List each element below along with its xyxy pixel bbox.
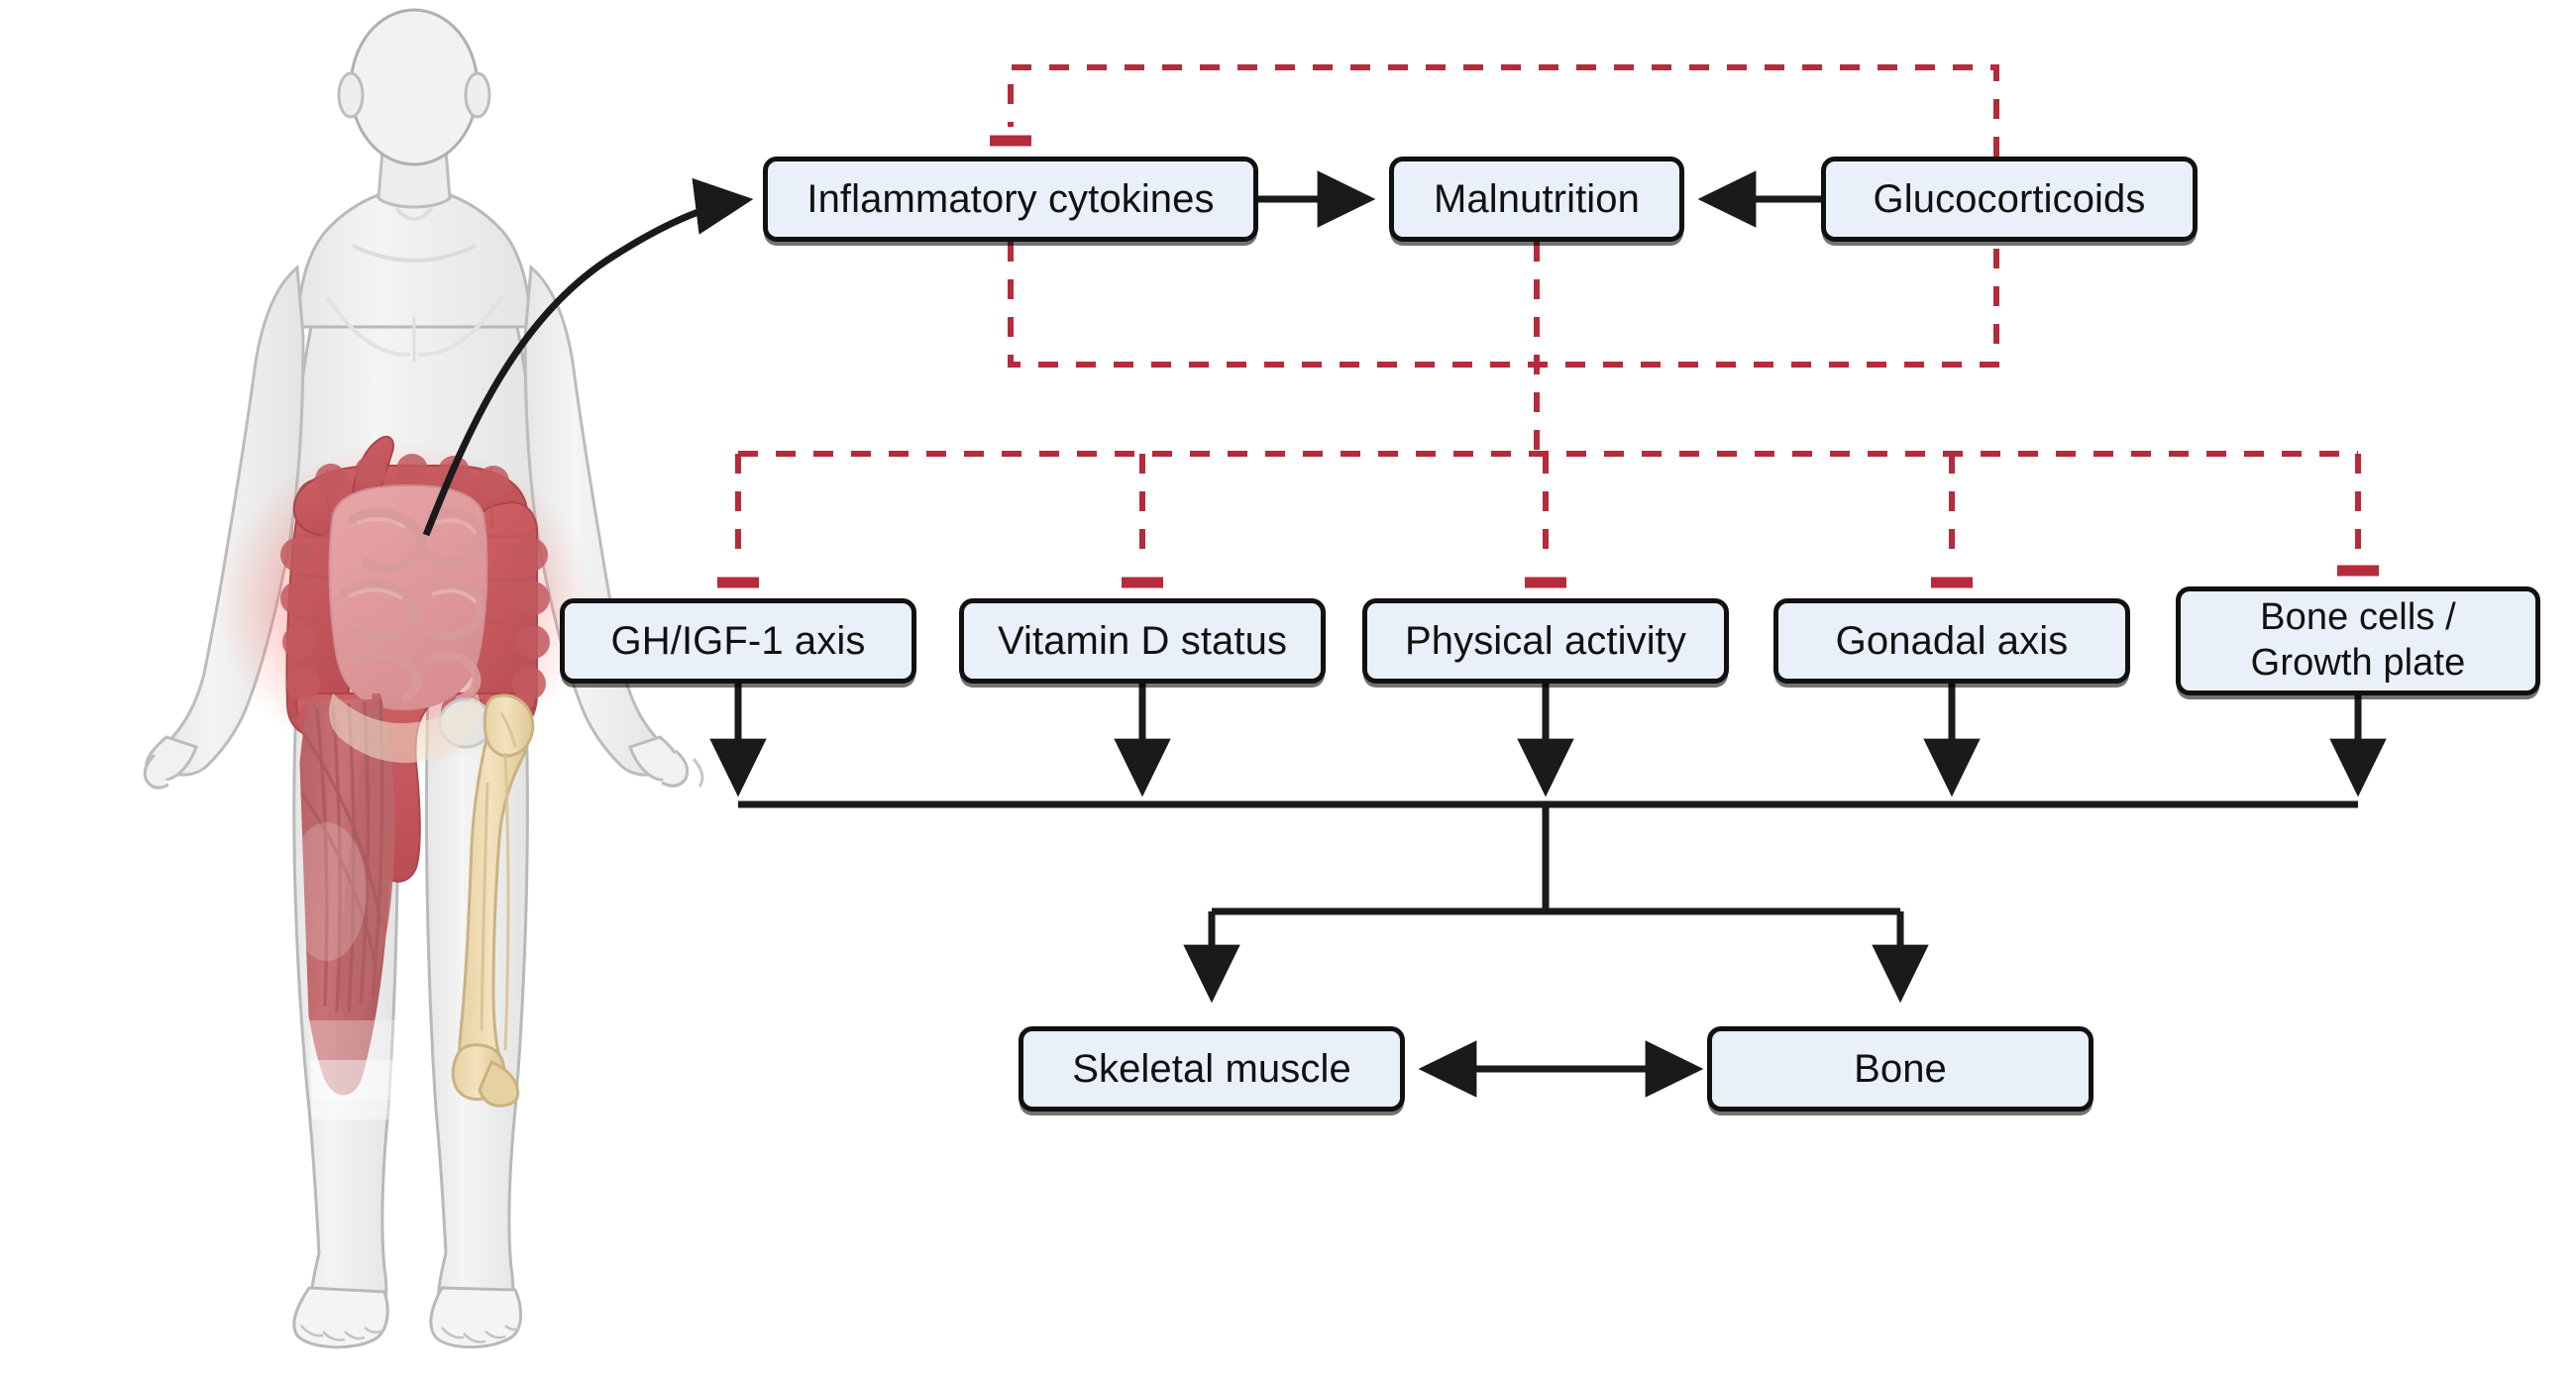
node-gh-igf1-axis[interactable]: GH/IGF-1 axis [560,598,916,684]
node-malnutrition[interactable]: Malnutrition [1389,157,1684,242]
node-label: Skeletal muscle [1072,1046,1351,1091]
node-label: Bone cells / Growth plate [2250,596,2466,684]
node-label: Bone [1854,1046,1947,1091]
node-bone-cells-growth-plate[interactable]: Bone cells / Growth plate [2176,586,2540,695]
node-skeletal-muscle[interactable]: Skeletal muscle [1019,1026,1405,1112]
gc-inhibits-cytokines [1008,64,1999,157]
node-gonadal-axis[interactable]: Gonadal axis [1773,598,2130,684]
node-label: Glucocorticoids [1873,176,2146,221]
inhibition-network [735,64,2361,567]
node-label: Inflammatory cytokines [806,176,1215,221]
node-physical-activity[interactable]: Physical activity [1362,598,1729,684]
node-glucocorticoids[interactable]: Glucocorticoids [1821,157,2198,242]
node-label: Gonadal axis [1835,618,2069,663]
node-vitamin-d-status[interactable]: Vitamin D status [959,598,1326,684]
node-label: GH/IGF-1 axis [610,618,866,663]
human-body-illustration [143,8,704,1349]
inhibition-tbars [717,135,2379,588]
node-label: Vitamin D status [997,618,1288,663]
activation-arrows [422,170,2387,1098]
arrow-gut-to-cytokines [422,177,754,537]
node-bone[interactable]: Bone [1707,1026,2093,1112]
node-label: Physical activity [1404,618,1686,663]
node-inflammatory-cytokines[interactable]: Inflammatory cytokines [763,157,1258,242]
node-label: Malnutrition [1434,176,1640,221]
thigh-muscle [297,693,396,1119]
upper-lower-rail [1008,242,1999,368]
